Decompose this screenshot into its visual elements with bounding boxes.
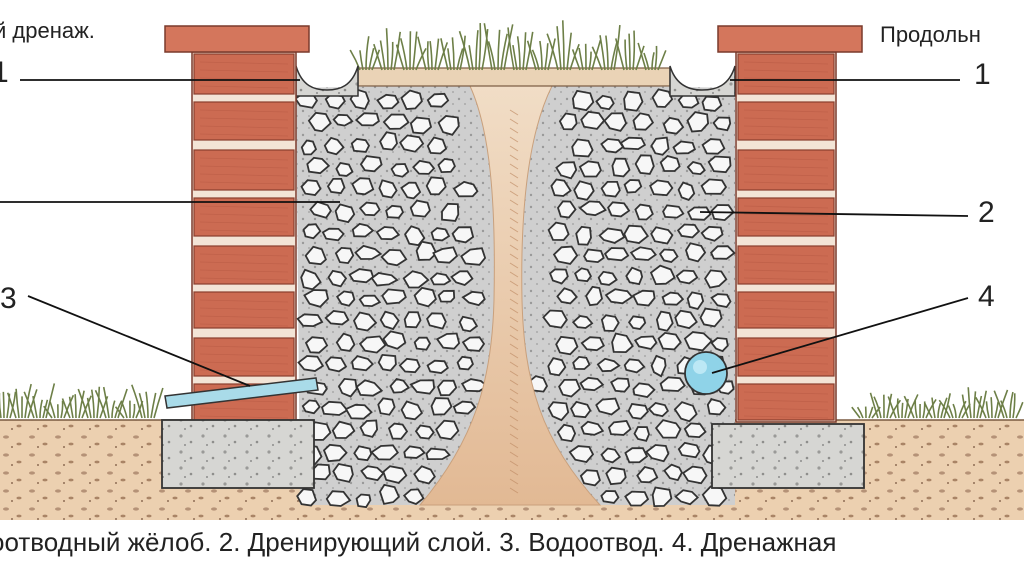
central-soil-wedge (418, 85, 602, 506)
wall-cap-left (164, 25, 310, 53)
leader-line-3 (27, 295, 251, 387)
marker-2-right: 2 (978, 196, 995, 229)
drain-channel-right (669, 65, 736, 97)
leader-line-2-right (699, 211, 969, 217)
top-soil-strip (349, 20, 671, 87)
leader-line-4 (711, 297, 969, 374)
marker-1-right: 1 (974, 58, 991, 91)
leader-lines (0, 79, 969, 387)
weep-pipe (164, 377, 319, 409)
legend-caption: оотводный жёлоб. 2. Дренирующий слой. 3.… (0, 527, 837, 557)
header-left-text: й дренаж. (0, 18, 95, 43)
brick-wall-right (735, 51, 837, 423)
drainage-layer (294, 84, 736, 509)
marker-3-left: 3 (0, 282, 17, 315)
footing-right (711, 423, 865, 489)
ground-grass (0, 383, 1024, 419)
drainage-pipe (684, 351, 728, 395)
footing-left (161, 419, 315, 489)
brick-wall-left (191, 51, 297, 423)
marker-1-left: 1 (0, 56, 9, 89)
drain-channel-left (295, 65, 359, 97)
marker-4-right: 4 (978, 280, 995, 313)
wall-cap-right (717, 25, 863, 53)
header-right-text: Продольн (880, 22, 981, 47)
